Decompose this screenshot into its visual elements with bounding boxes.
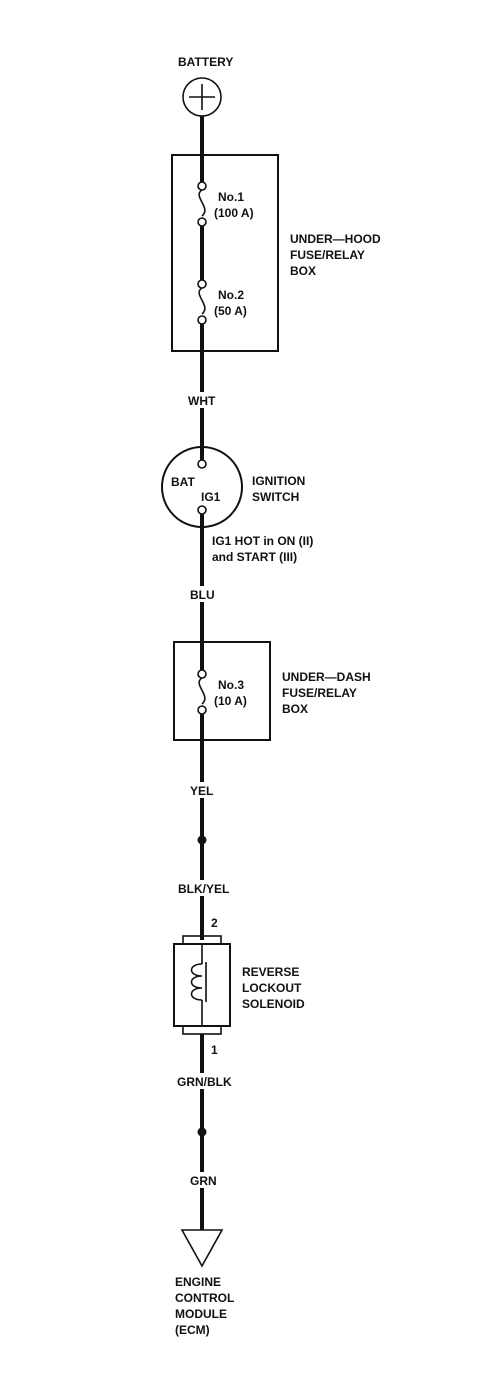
- fuse-2-icon: [197, 279, 207, 325]
- wire-label-wht: WHT: [188, 394, 216, 408]
- fuse-3-rating: (10 A): [214, 694, 247, 708]
- ignition-switch-label-2: SWITCH: [252, 490, 299, 504]
- underdash-box-label-1: UNDER—DASH: [282, 670, 371, 684]
- underdash-box-label-2: FUSE/RELAY: [282, 686, 357, 700]
- fuse-3-icon: [197, 669, 207, 715]
- ecm-ground-triangle-icon: [180, 1229, 224, 1268]
- wire-label-grn: GRN: [190, 1174, 217, 1188]
- solenoid-label-1: REVERSE: [242, 965, 299, 979]
- battery-label: BATTERY: [178, 55, 233, 69]
- fuse-1-name: No.1: [218, 190, 244, 204]
- wire-label-yel: YEL: [190, 784, 213, 798]
- wire-label-blk-yel: BLK/YEL: [178, 882, 229, 896]
- underhood-box-label-3: BOX: [290, 264, 316, 278]
- fuse-3-name: No.3: [218, 678, 244, 692]
- fuse-2-rating: (50 A): [214, 304, 247, 318]
- ignition-note-1: IG1 HOT in ON (II): [212, 534, 313, 548]
- ignition-ig1-label: IG1: [201, 490, 221, 504]
- underhood-fuse-box: [171, 154, 279, 352]
- ecm-label-3: MODULE: [175, 1307, 227, 1321]
- underdash-fuse-box: [173, 641, 271, 741]
- ignition-bat-label: BAT: [171, 475, 195, 489]
- wire-label-grn-blk: GRN/BLK: [177, 1075, 232, 1089]
- fuse-1-icon: [197, 181, 207, 227]
- wire-label-blu: BLU: [190, 588, 215, 602]
- ignition-switch-label-1: IGNITION: [252, 474, 305, 488]
- underhood-box-label-2: FUSE/RELAY: [290, 248, 365, 262]
- solenoid-pin-2: 2: [211, 916, 218, 930]
- solenoid-label-2: LOCKOUT: [242, 981, 302, 995]
- ignition-ig1-terminal-icon: [197, 505, 207, 515]
- ecm-label-1: ENGINE: [175, 1275, 221, 1289]
- ignition-bat-terminal-icon: [197, 459, 207, 469]
- fuse-1-rating: (100 A): [214, 206, 254, 220]
- fuse-2-name: No.2: [218, 288, 244, 302]
- solenoid-label-3: SOLENOID: [242, 997, 305, 1011]
- solenoid-pin-1: 1: [211, 1043, 218, 1057]
- battery-icon: [182, 77, 222, 117]
- ecm-label-4: (ECM): [175, 1323, 210, 1337]
- solenoid-coil-icon: [190, 944, 207, 1026]
- ecm-label-2: CONTROL: [175, 1291, 234, 1305]
- underhood-box-label-1: UNDER—HOOD: [290, 232, 381, 246]
- ignition-note-2: and START (III): [212, 550, 297, 564]
- underdash-box-label-3: BOX: [282, 702, 308, 716]
